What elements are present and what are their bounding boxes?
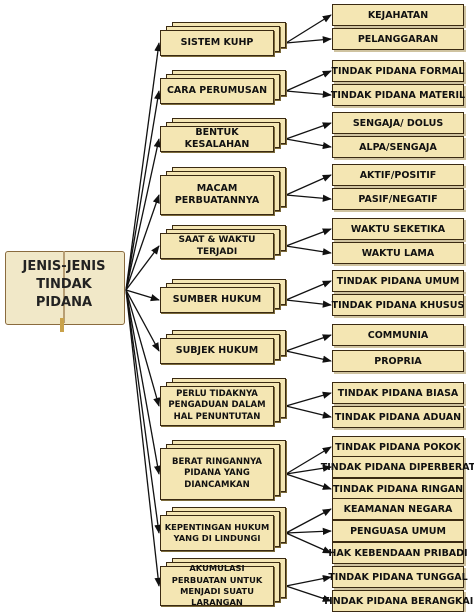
book-spine <box>63 251 65 323</box>
category-box-front <box>160 78 274 104</box>
book-ribbon <box>60 318 64 332</box>
category-label: KEPENTINGAN HUKUM YANG DI LINDUNGI <box>164 521 270 543</box>
leaf-node: TINDAK PIDANA DIPERBERAT <box>321 456 474 478</box>
leaf-node: COMMUNIA <box>332 324 464 346</box>
root-to-category-arrow <box>125 289 162 475</box>
category-to-leaf-arrow <box>285 391 332 407</box>
leaf-node: TINDAK PIDANA MATERIL <box>331 84 465 106</box>
category-to-leaf-arrow <box>285 446 332 475</box>
root-to-category-arrow <box>125 289 160 302</box>
category-label: SUBJEK HUKUM <box>175 344 259 356</box>
category-box-front <box>160 287 274 313</box>
category-to-leaf-arrow <box>285 464 332 475</box>
leaf-node: WAKTU LAMA <box>332 242 464 264</box>
leaf-node: TINDAK PIDANA POKOK <box>332 436 464 458</box>
category-to-leaf-arrow <box>285 508 332 534</box>
category-node: BENTUK KESALAHAN <box>160 118 286 152</box>
category-node: SUMBER HUKUM <box>160 279 286 313</box>
category-box-front <box>160 338 274 364</box>
category-node: KEPENTINGAN HUKUM YANG DI LINDUNGI <box>160 507 286 551</box>
root-to-category-arrow <box>125 289 161 407</box>
root-to-category-arrow <box>125 42 162 291</box>
category-box-front <box>160 126 274 152</box>
category-label: SISTEM KUHP <box>180 36 254 48</box>
category-to-leaf-arrow <box>285 194 332 202</box>
leaf-node: PROPRIA <box>332 350 464 372</box>
category-to-leaf-arrow <box>285 228 332 247</box>
category-node: BERAT RINGANNYA PIDANA YANG DIANCAMKAN <box>160 440 286 500</box>
category-label: AKUMULASI PERBUATAN UNTUK MENJADI SUATU … <box>171 563 263 608</box>
root-to-category-arrow <box>125 289 160 352</box>
category-box-front <box>160 233 274 259</box>
root-to-category-arrow <box>125 194 160 291</box>
category-to-leaf-arrow <box>285 122 332 140</box>
leaf-node: PELANGGARAN <box>332 28 464 50</box>
leaf-node: ALPA/SENGAJA <box>332 136 464 158</box>
category-label: BERAT RINGANNYA PIDANA YANG DIANCAMKAN <box>171 456 263 490</box>
category-box-front <box>160 386 274 426</box>
category-box-front <box>160 448 274 500</box>
leaf-node: TINDAK PIDANA FORMAL <box>332 60 464 82</box>
leaf-node: WAKTU SEKETIKA <box>332 218 464 240</box>
root-to-category-arrow <box>125 245 160 291</box>
leaf-node: HAK KEBENDAAN PRIBADI <box>328 542 468 564</box>
category-box-front <box>160 566 274 606</box>
category-node: SISTEM KUHP <box>160 22 286 56</box>
category-node: AKUMULASI PERBUATAN UNTUK MENJADI SUATU … <box>160 558 286 608</box>
root-book: JENIS-JENIS TINDAK PIDANA <box>2 248 126 332</box>
category-to-leaf-arrow <box>285 334 332 352</box>
category-to-leaf-arrow <box>285 532 332 554</box>
root-to-category-arrow <box>125 289 162 534</box>
leaf-node: KEJAHATAN <box>332 4 464 26</box>
category-node: SAAT & WAKTU TERJADI <box>160 225 286 259</box>
category-to-leaf-arrow <box>285 350 332 363</box>
leaf-node: AKTIF/POSITIF <box>332 164 464 186</box>
category-to-leaf-arrow <box>285 245 332 256</box>
leaf-node: TINDAK PIDANA UMUM <box>332 270 464 292</box>
leaf-node: PASIF/NEGATIF <box>332 188 464 210</box>
category-to-leaf-arrow <box>285 174 332 196</box>
leaf-node: KEAMANAN NEGARA <box>332 498 464 520</box>
category-label: SAAT & WAKTU TERJADI <box>178 235 256 257</box>
category-to-leaf-arrow <box>285 90 332 98</box>
category-to-leaf-arrow <box>285 473 332 490</box>
category-to-leaf-arrow <box>285 585 332 602</box>
leaf-node: PENGUASA UMUM <box>332 520 464 542</box>
category-node: MACAM PERBUATANNYA <box>160 167 286 215</box>
category-node: CARA PERUMUSAN <box>160 70 286 104</box>
category-box-front <box>160 175 274 215</box>
root-title: JENIS-JENIS TINDAK PIDANA <box>22 259 106 310</box>
leaf-node: TINDAK PIDANA RINGAN <box>332 478 464 500</box>
leaf-node: TINDAK PIDANA ADUAN <box>332 406 464 428</box>
leaf-node: TINDAK PIDANA TUNGGAL <box>328 566 468 588</box>
category-to-leaf-arrow <box>285 14 332 44</box>
category-to-leaf-arrow <box>285 527 332 536</box>
category-to-leaf-arrow <box>285 36 332 44</box>
leaf-node: TINDAK PIDANA KHUSUS <box>332 294 464 316</box>
category-node: PERLU TIDAKNYA PENGADUAN DALAM HAL PENUN… <box>160 378 286 426</box>
category-to-leaf-arrow <box>285 299 332 308</box>
root-to-category-arrow <box>125 90 162 291</box>
category-label: MACAM PERBUATANNYA <box>174 182 260 207</box>
category-to-leaf-arrow <box>285 280 332 301</box>
category-box-front <box>160 515 274 551</box>
book-pages <box>5 251 125 325</box>
leaf-node: SENGAJA/ DOLUS <box>332 112 464 134</box>
category-label: PERLU TIDAKNYA PENGADUAN DALAM HAL PENUN… <box>168 388 266 422</box>
category-to-leaf-arrow <box>285 70 332 92</box>
category-label: SUMBER HUKUM <box>172 293 262 305</box>
category-to-leaf-arrow <box>285 138 332 150</box>
category-to-leaf-arrow <box>285 405 332 419</box>
category-node: SUBJEK HUKUM <box>160 330 286 364</box>
category-label: BENTUK KESALAHAN <box>184 126 250 151</box>
category-label: CARA PERUMUSAN <box>166 84 268 96</box>
root-to-category-arrow <box>125 289 162 587</box>
root-to-category-arrow <box>125 138 161 291</box>
leaf-node: TINDAK PIDANA BIASA <box>332 382 464 404</box>
category-box-front <box>160 30 274 56</box>
category-to-leaf-arrow <box>285 575 332 587</box>
